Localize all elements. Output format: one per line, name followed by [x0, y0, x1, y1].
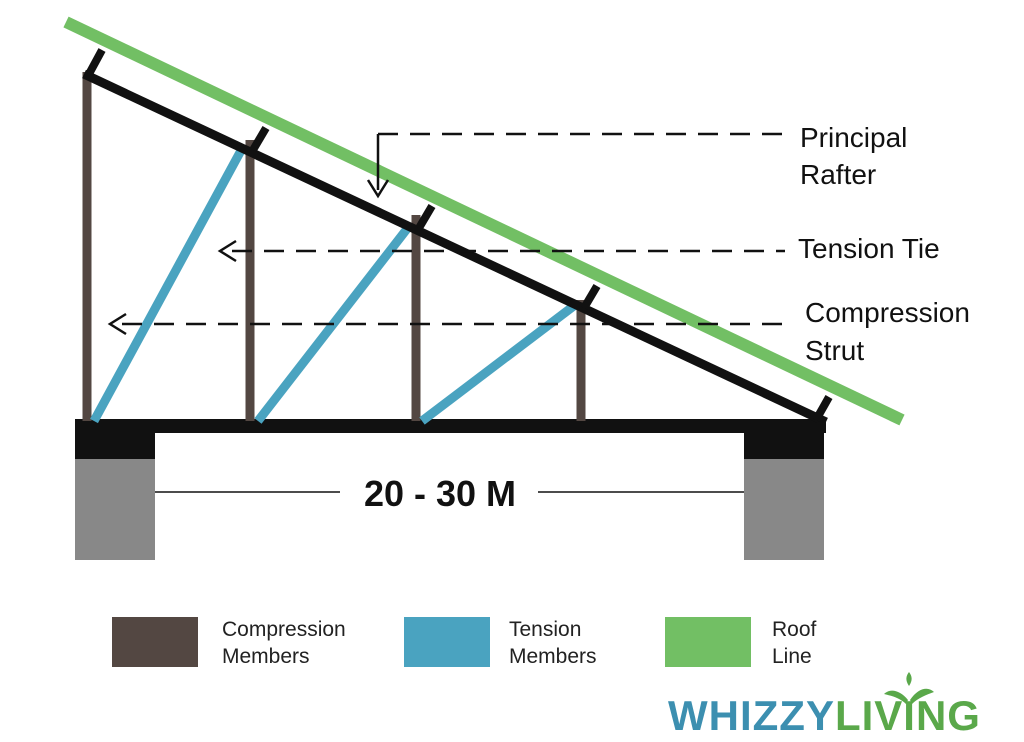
principal-rafter-label-line1: Principal [800, 122, 907, 153]
logo-text-part2: LIVING [835, 692, 981, 739]
left-bearing-pad [75, 419, 155, 459]
purlin-clip-1 [85, 48, 106, 76]
legend-swatch-roof [665, 617, 751, 667]
legend-label-roof-line1: Roof [772, 618, 817, 641]
tension-diagonal-3 [419, 301, 578, 425]
logo-text-part1: WHIZZY [668, 692, 835, 739]
principal-rafter-callout: Principal Rafter [366, 122, 907, 199]
legend-label-roof-line2: Line [772, 645, 812, 668]
logo-text: WHIZZYLIVING [668, 692, 981, 739]
purlin-clips [85, 48, 833, 422]
principal-rafter-label-line2: Rafter [800, 159, 876, 190]
tension-diagonal-1 [90, 142, 248, 424]
tension-members [90, 142, 578, 425]
arrow-left-icon [217, 239, 237, 263]
legend-label-compression-line1: Compression [222, 618, 346, 641]
tension-tie-label: Tension Tie [798, 233, 940, 264]
legend: Compression Members Tension Members Roof… [112, 617, 817, 668]
legend-swatch-tension [404, 617, 490, 667]
compression-strut-callout: Compression Strut [107, 297, 970, 366]
purlin-clip-4 [580, 283, 601, 311]
span-label: 20 - 30 M [364, 473, 516, 514]
whizzy-living-logo: WHIZZYLIVING [668, 672, 981, 739]
legend-label-tension-line2: Members [509, 645, 597, 668]
compression-members [82, 72, 586, 421]
principal-rafter [82, 69, 828, 427]
legend-label-tension-line1: Tension [509, 618, 581, 641]
compression-strut-label-line1: Compression [805, 297, 970, 328]
right-support-block [744, 455, 824, 560]
arrow-left-icon [107, 312, 127, 336]
roof-line [63, 16, 905, 426]
arrow-down-icon [366, 179, 390, 199]
legend-swatch-compression [112, 617, 198, 667]
tension-tie-callout: Tension Tie [217, 233, 940, 264]
purlin-clip-3 [415, 203, 436, 231]
legend-label-compression-line2: Members [222, 645, 310, 668]
left-support-block [75, 455, 155, 560]
span-dimension: 20 - 30 M [155, 473, 744, 514]
right-bearing-pad [744, 419, 824, 459]
purlin-clip-5 [812, 395, 833, 422]
bottom-chord-beam [75, 419, 826, 433]
sprout-icon [884, 672, 934, 704]
compression-strut-label-line2: Strut [805, 335, 864, 366]
purlin-clip-2 [249, 125, 270, 153]
